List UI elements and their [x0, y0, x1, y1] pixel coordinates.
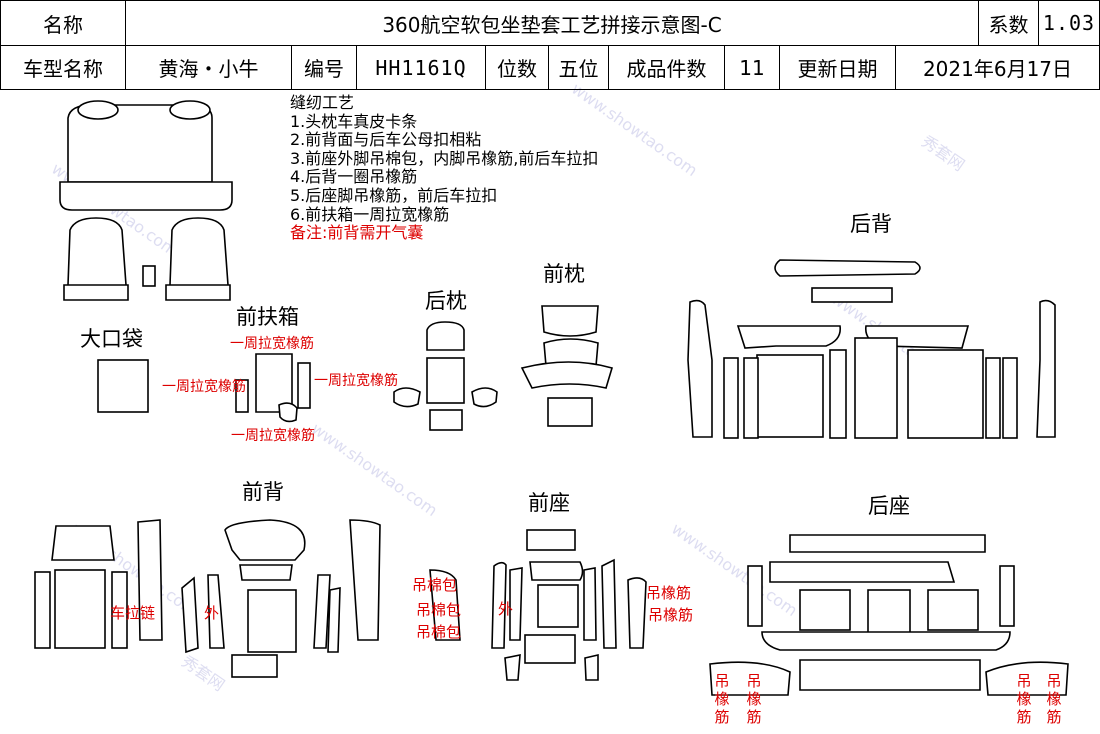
note-item: 4.后背一圈吊橡筋	[290, 167, 418, 187]
cotton-bag-note: 吊棉包	[416, 601, 462, 619]
front-headrest-label: 前枕	[543, 262, 585, 286]
big-pocket-label: 大口袋	[80, 327, 143, 351]
cotton-bag-note: 吊棉包	[412, 576, 458, 594]
hang-elastic-vertical-note: 吊橡筋	[714, 672, 730, 726]
model-value: 黄海・小牛	[125, 45, 292, 90]
hang-elastic-vertical-note: 吊橡筋	[1046, 672, 1062, 726]
rear-seat-pattern	[709, 534, 1069, 696]
hang-elastic-vertical-note: 吊橡筋	[746, 672, 762, 726]
rear-back-pattern	[687, 259, 1056, 439]
armrest-elastic-note: 一周拉宽橡筋	[162, 379, 246, 395]
note-item: 6.前扶箱一周拉宽橡筋	[290, 204, 450, 224]
zipper-note: 车拉链	[110, 604, 156, 622]
note-item: 2.前背面与后车公母扣相粘	[290, 130, 482, 150]
rear-headrest-label: 后枕	[425, 289, 467, 313]
hang-elastic-vertical-note: 吊橡筋	[1016, 672, 1032, 726]
outer-note: 外	[498, 600, 514, 618]
coef-label: 系数	[978, 0, 1039, 46]
hang-elastic-note: 吊橡筋	[646, 584, 692, 602]
armrest-elastic-note: 一周拉宽橡筋	[314, 373, 398, 389]
armrest-elastic-note: 一周拉宽橡筋	[230, 336, 314, 352]
front-headrest-pattern	[520, 305, 613, 427]
armrest-elastic-note: 一周拉宽橡筋	[231, 428, 315, 444]
outer-note: 外	[204, 604, 220, 622]
front-armrest-pattern	[235, 353, 311, 423]
code-value: HH1161Q	[356, 45, 486, 90]
note-item: 5.后座脚吊橡筋，前后车拉扣	[290, 185, 498, 205]
note-item: 3.前座外脚吊棉包，内脚吊橡筋,前后车拉扣	[290, 148, 599, 168]
sewing-notes: 缝纫工艺 1.头枕车真皮卡条 2.前背面与后车公母扣相粘 3.前座外脚吊棉包，内…	[290, 93, 599, 243]
notes-title: 缝纫工艺	[290, 93, 355, 112]
model-label: 车型名称	[0, 45, 126, 90]
hang-elastic-note: 吊橡筋	[648, 606, 694, 624]
reference-seat-illustration	[59, 100, 233, 301]
pieces-label: 成品件数	[608, 45, 725, 90]
date-value: 2021年6月17日	[895, 45, 1100, 90]
front-back-label: 前背	[242, 480, 284, 504]
front-seat-pattern	[429, 529, 647, 681]
big-pocket-pattern	[97, 359, 149, 413]
seats-label: 位数	[485, 45, 549, 90]
front-armrest-label: 前扶箱	[236, 305, 299, 329]
cotton-bag-note: 吊棉包	[416, 623, 462, 641]
note-item: 1.头枕车真皮卡条	[290, 111, 418, 131]
front-back-pattern	[34, 519, 381, 678]
front-seat-label: 前座	[528, 491, 570, 515]
rear-seat-label: 后座	[868, 494, 910, 518]
rear-headrest-pattern	[393, 321, 498, 431]
date-label: 更新日期	[779, 45, 896, 90]
notes-remark: 备注:前背需开气囊	[290, 223, 424, 243]
rear-back-label: 后背	[850, 212, 892, 236]
